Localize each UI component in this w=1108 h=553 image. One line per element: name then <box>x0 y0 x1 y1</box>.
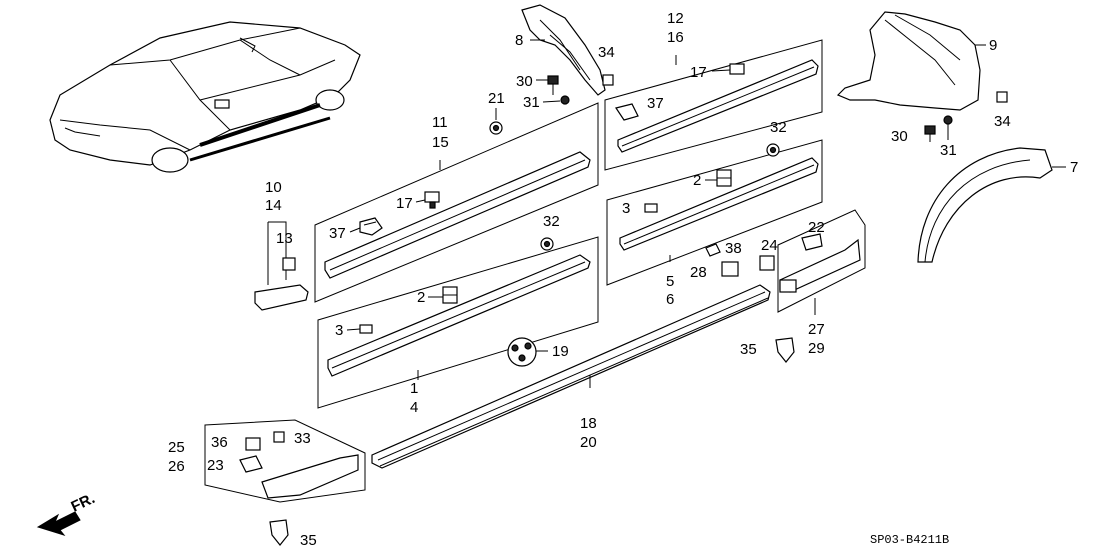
label-28: 28 <box>690 264 707 281</box>
label-7: 7 <box>1070 159 1078 176</box>
clip-32a <box>540 237 554 251</box>
sill-end-rear-group <box>777 209 866 313</box>
label-6: 6 <box>666 291 674 308</box>
clip-17a <box>424 191 440 209</box>
label-4: 4 <box>410 399 418 416</box>
label-2a: 2 <box>417 289 425 306</box>
label-27: 27 <box>808 321 825 338</box>
label-32a: 32 <box>543 213 560 230</box>
clip-32b <box>766 143 780 157</box>
label-15: 15 <box>432 134 449 151</box>
label-35a: 35 <box>300 532 317 549</box>
bolt-30 <box>547 75 559 95</box>
label-36: 36 <box>211 434 228 451</box>
label-3a: 3 <box>335 322 343 339</box>
clip-2b <box>716 169 732 187</box>
label-30b: 30 <box>891 128 908 145</box>
clip-38 <box>705 243 721 257</box>
label-30a: 30 <box>516 73 533 90</box>
car-illustration <box>49 21 361 173</box>
label-17b: 17 <box>690 64 707 81</box>
sill-end-front-group <box>204 419 366 503</box>
label-22: 22 <box>808 219 825 236</box>
screw-31 <box>560 95 570 105</box>
clip-36 <box>245 437 261 451</box>
grommet-19 <box>507 337 537 367</box>
label-16: 16 <box>667 29 684 46</box>
front-direction-arrow <box>36 511 81 536</box>
label-25: 25 <box>168 439 185 456</box>
front-door-lower-group <box>317 236 599 409</box>
label-37b: 37 <box>647 95 664 112</box>
splash-guard-rear <box>836 11 981 111</box>
splash-guard-front <box>521 4 606 96</box>
label-31a: 31 <box>523 94 540 111</box>
direction-label: FR. <box>69 490 98 516</box>
label-34b: 34 <box>994 113 1011 130</box>
label-31b: 31 <box>940 142 957 159</box>
label-17a: 17 <box>396 195 413 212</box>
clip-23 <box>239 455 263 473</box>
clip-3a <box>359 324 373 334</box>
clip-28 <box>721 261 739 277</box>
label-13: 13 <box>276 230 293 247</box>
label-29: 29 <box>808 340 825 357</box>
label-23: 23 <box>207 457 224 474</box>
label-33: 33 <box>294 430 311 447</box>
label-35b: 35 <box>740 341 757 358</box>
rear-door-lower-group <box>606 139 823 286</box>
label-10: 10 <box>265 179 282 196</box>
label-34a: 34 <box>598 44 615 61</box>
clip-37a <box>359 217 383 236</box>
label-21: 21 <box>488 90 505 107</box>
clip-24 <box>759 255 775 271</box>
label-32b: 32 <box>770 119 787 136</box>
label-38: 38 <box>725 240 742 257</box>
clip-35b <box>775 337 795 363</box>
clip-35a <box>269 519 289 546</box>
label-20: 20 <box>580 434 597 451</box>
label-14: 14 <box>265 197 282 214</box>
clip-34 <box>602 74 614 86</box>
label-11: 11 <box>432 114 448 131</box>
label-24: 24 <box>761 237 778 254</box>
label-19: 19 <box>552 343 569 360</box>
clip-33 <box>273 431 285 443</box>
clip-22 <box>801 233 823 251</box>
clip-2a <box>442 286 458 304</box>
label-18: 18 <box>580 415 597 432</box>
clip-37b <box>615 103 639 121</box>
label-1: 1 <box>410 380 418 397</box>
label-12: 12 <box>667 10 684 27</box>
clip-3b <box>644 203 658 213</box>
clip-17b <box>729 63 745 75</box>
clip-34b <box>996 91 1008 103</box>
end-cap-group <box>254 221 309 311</box>
label-8: 8 <box>515 32 523 49</box>
wheel-arch-molding <box>917 147 1053 263</box>
bolt-30b <box>924 125 936 142</box>
label-9: 9 <box>989 37 997 54</box>
diagram-code: SP03-B4211B <box>870 533 949 547</box>
label-2b: 2 <box>693 172 701 189</box>
rear-door-molding-group <box>604 39 823 171</box>
label-5: 5 <box>666 273 674 290</box>
side-sill-garnish <box>371 284 771 469</box>
front-door-molding-group <box>314 102 599 303</box>
clip-21 <box>489 121 503 135</box>
label-26: 26 <box>168 458 185 475</box>
label-37a: 37 <box>329 225 346 242</box>
screw-31b <box>943 115 953 125</box>
label-3b: 3 <box>622 200 630 217</box>
